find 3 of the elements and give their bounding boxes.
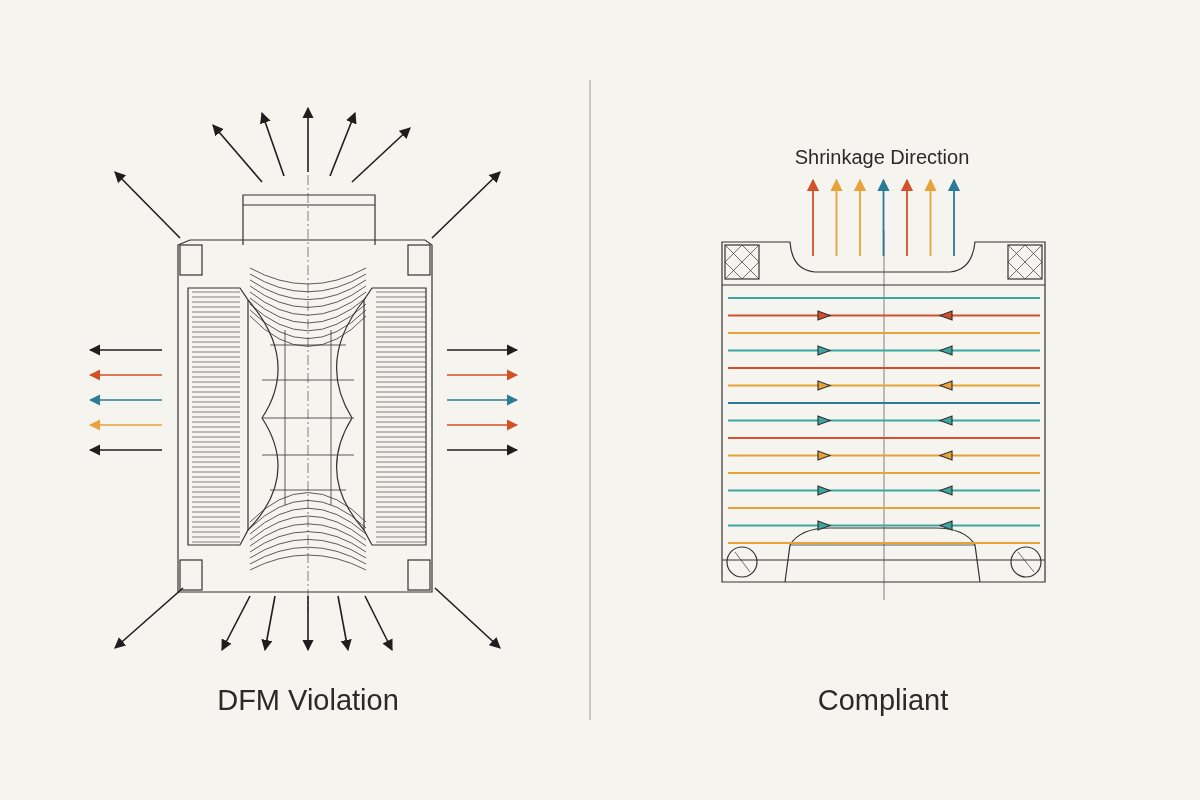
panel-caption: DFM Violation	[217, 684, 399, 717]
heading-label: Shrinkage Direction	[794, 146, 970, 169]
panel-caption: Compliant	[817, 684, 949, 717]
